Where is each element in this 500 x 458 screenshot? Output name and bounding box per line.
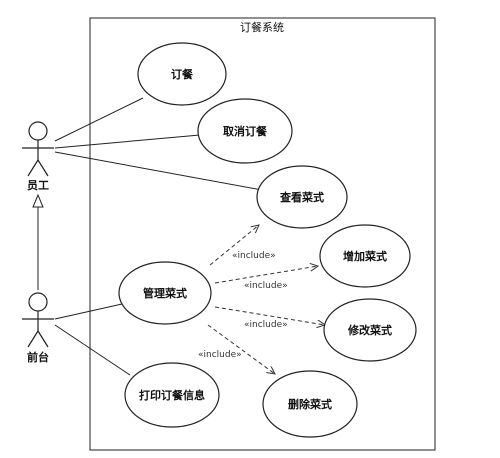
actor-front-desk-head bbox=[28, 292, 48, 312]
use-case-add-menu bbox=[319, 224, 411, 288]
assoc-staff-cancel bbox=[54, 134, 201, 149]
actor-staff-head bbox=[28, 121, 48, 141]
include-delete-label: «include» bbox=[198, 350, 242, 360]
use-case-order bbox=[137, 42, 227, 106]
actor-staff-label: 员工 bbox=[27, 179, 49, 192]
use-case-edit-menu-label: 修改菜式 bbox=[347, 323, 392, 337]
use-case-delete-menu bbox=[262, 370, 358, 438]
use-case-print-order-label: 打印订餐信息 bbox=[139, 388, 205, 402]
use-case-cancel-order bbox=[197, 98, 293, 164]
actor-front-desk bbox=[22, 292, 54, 348]
use-case-add-menu-label: 增加菜式 bbox=[343, 249, 387, 263]
actor-staff bbox=[22, 121, 54, 177]
include-view-line bbox=[209, 225, 259, 266]
use-case-manage-menu bbox=[118, 261, 212, 325]
include-add-line bbox=[214, 266, 318, 284]
actor-front-desk-label: 前台 bbox=[27, 350, 49, 364]
use-case-view-menu bbox=[256, 165, 348, 229]
use-case-order-label: 订餐 bbox=[171, 67, 194, 81]
system-boundary bbox=[89, 17, 436, 451]
use-case-print-order bbox=[124, 362, 220, 428]
include-edit-label: «include» bbox=[244, 320, 288, 330]
assoc-staff-order bbox=[54, 97, 144, 142]
assoc-staff-view bbox=[54, 151, 263, 191]
use-case-delete-menu-label: 删除菜式 bbox=[288, 397, 332, 411]
assoc-desk-manage bbox=[54, 303, 123, 320]
system-title: 订餐系统 bbox=[240, 20, 284, 34]
include-edit-line bbox=[214, 306, 325, 325]
assoc-desk-print bbox=[54, 324, 131, 376]
generalization-arrowhead bbox=[32, 193, 44, 208]
use-case-edit-menu bbox=[323, 298, 417, 362]
include-add-label: «include» bbox=[244, 281, 288, 291]
use-case-cancel-order-label: 取消订餐 bbox=[223, 124, 268, 138]
use-case-view-menu-label: 查看菜式 bbox=[280, 190, 324, 204]
include-view-label: «include» bbox=[232, 251, 276, 261]
use-case-manage-menu-label: 管理菜式 bbox=[143, 286, 187, 300]
